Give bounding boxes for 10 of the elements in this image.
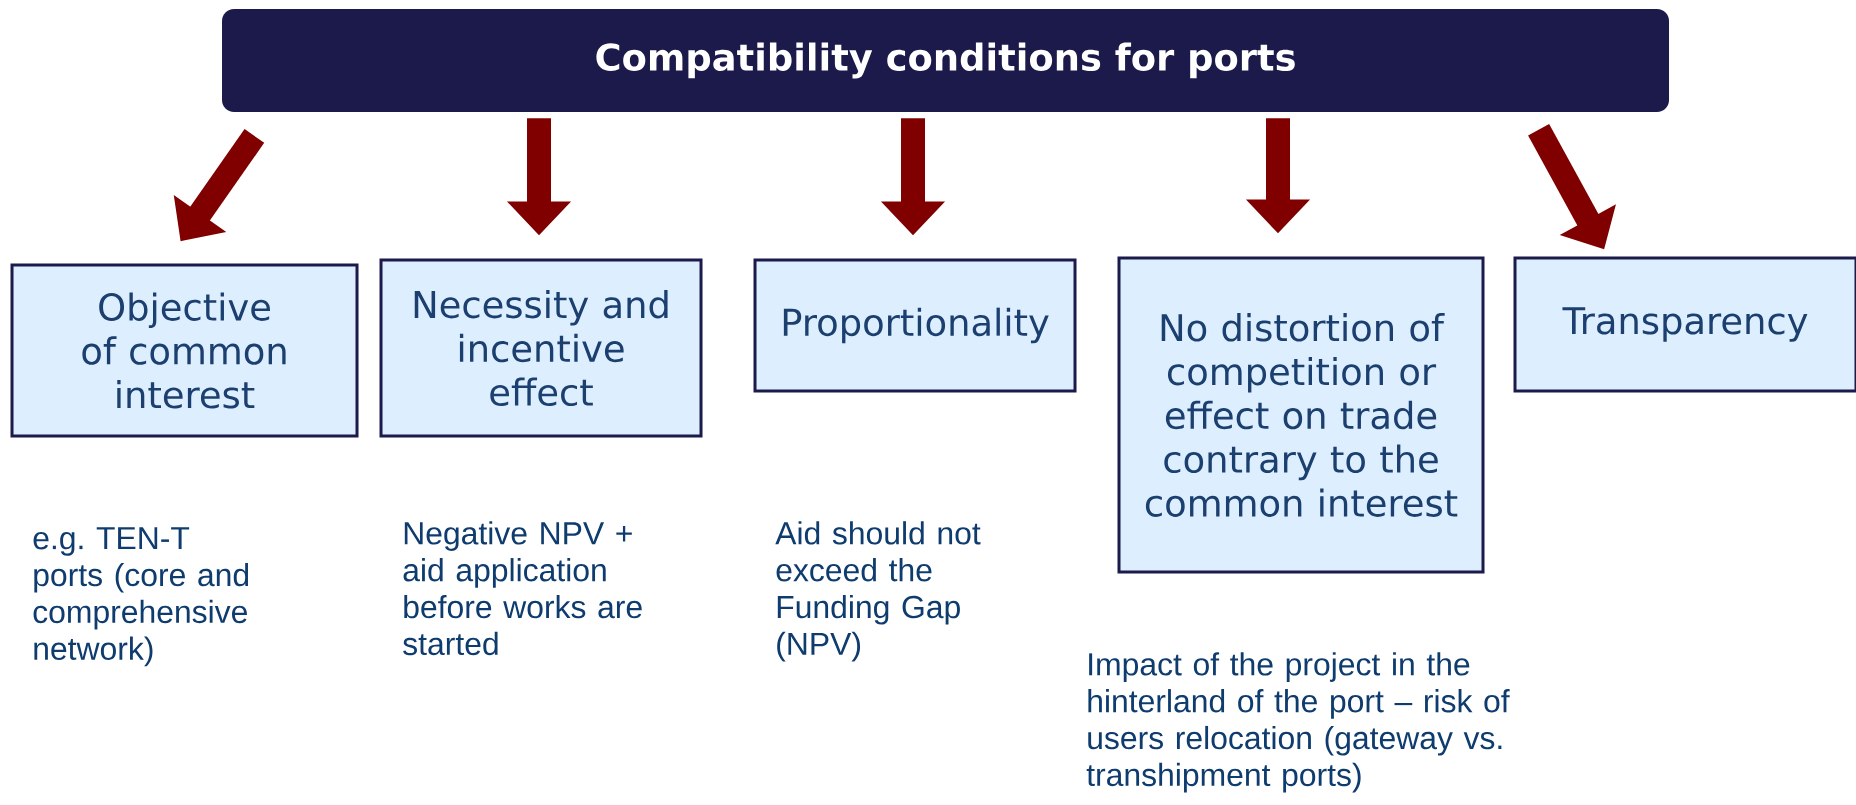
condition-box: No distortion of competition or effect on trade contrary to the common interest	[1117, 256, 1485, 574]
note-text: Negative NPV + aid application before works are started	[403, 521, 642, 656]
condition-box: Objective of common interest	[10, 263, 359, 438]
note-text: Impact of the project in the hinterland of the port – risk of users relocation (gateway vs. transhipment ports)	[1086, 652, 1510, 793]
note-text: Aid should not exceed the Funding Gap (NPV)	[775, 521, 981, 662]
condition-box: Transparency	[1513, 256, 1856, 393]
condition-box: Necessity and incentive effect	[379, 258, 703, 438]
condition-box: Proportionality	[753, 258, 1077, 393]
title-banner: Compatibility conditions for ports	[222, 9, 1669, 112]
note-text: e.g. TEN-T ports (core and comprehensive network)	[33, 527, 249, 667]
